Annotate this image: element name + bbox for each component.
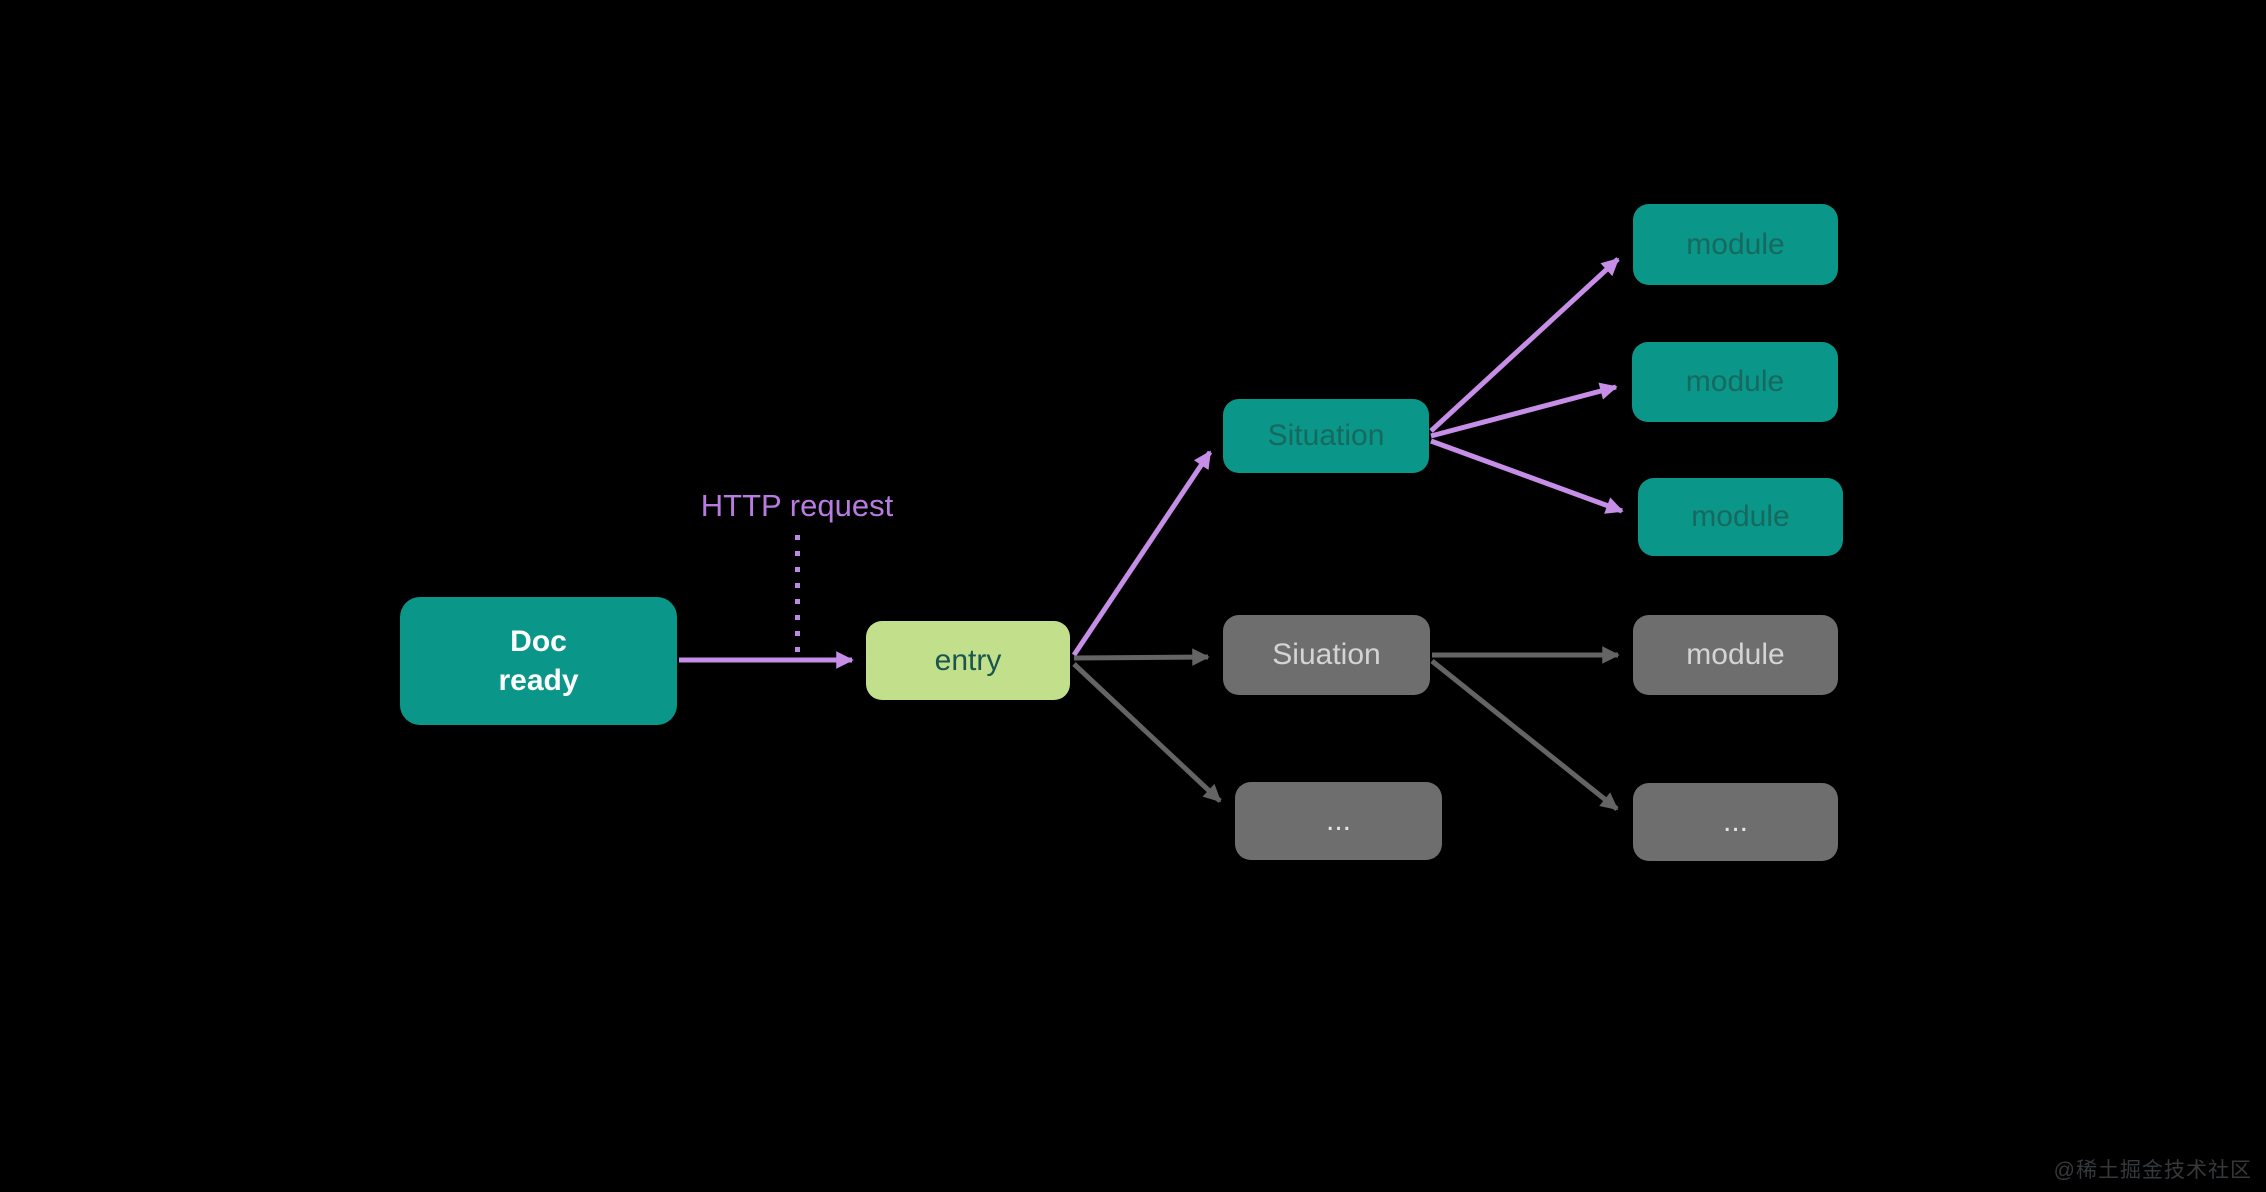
edge-label-http-request: HTTP request [700,488,894,523]
arrow-situation-to-module-top [1429,257,1620,433]
node-ellipsis-right: ... [1633,783,1838,861]
arrow-entry-to-situation [1071,450,1213,657]
node-module-mid: module [1632,342,1838,422]
arrow-situation-to-module-bot [1430,438,1624,514]
node-doc-ready: Doc ready [400,597,677,725]
node-module-bottom-label: module [1691,500,1790,533]
node-situation-label: Situation [1267,419,1385,452]
arrow-situation-to-module-mid [1430,382,1618,439]
node-siuation: Siuation [1223,615,1430,695]
node-ellipsis-left-label: ... [1325,804,1351,837]
node-entry: entry [866,621,1070,700]
node-situation: Situation [1223,399,1429,473]
node-entry-label: entry [934,643,1002,677]
dotted-connector-line [795,535,800,655]
node-module-bottom: module [1638,478,1843,556]
node-module-gray: module [1633,615,1838,695]
node-module-top: module [1633,204,1838,285]
node-ellipsis-right-label: ... [1722,805,1748,838]
node-siuation-label: Siuation [1272,638,1381,671]
node-doc-ready-label: Doc ready [498,625,579,697]
node-module-mid-label: module [1685,365,1785,398]
watermark-text: @稀土掘金技术社区 [2053,1159,2252,1182]
node-ellipsis-left: ... [1235,782,1442,860]
arrow-entry-to-ellipsis-left [1072,662,1222,803]
arrow-siuation-to-ellipsis-right [1430,659,1619,811]
node-module-gray-label: module [1686,638,1785,671]
node-module-top-label: module [1686,227,1785,261]
arrow-entry-to-siuation [1073,648,1210,666]
